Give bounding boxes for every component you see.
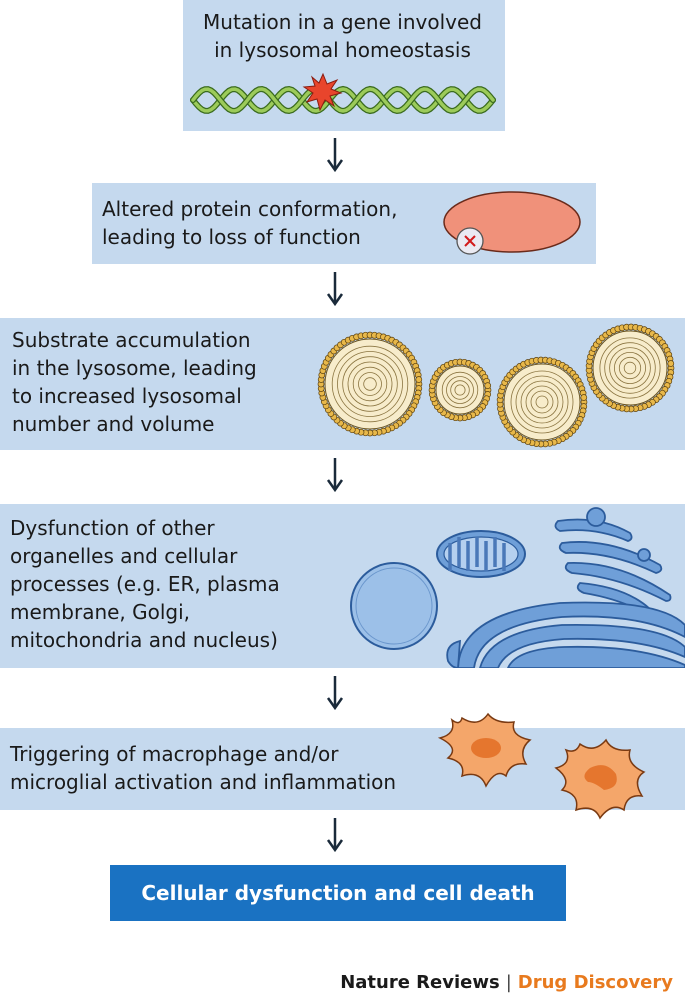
step-4-text: Dysfunction of other organelles and cell… [10,516,280,652]
arrow-2-icon [326,272,344,307]
final-outcome-text: Cellular dysfunction and cell death [141,881,535,905]
nucleus-er-icon [446,601,685,668]
macrophage-icon [437,712,532,788]
lysosomes-icon [317,323,675,448]
mitochondrion-icon [436,530,526,578]
arrow-5-icon [326,818,344,853]
lysosome-medium-icon [496,356,588,448]
credit-separator: | [505,972,512,993]
journal-section: Drug Discovery [517,972,673,993]
dna-helix-icon [190,72,496,115]
step-4-box [0,504,685,668]
macrophages-icon [437,712,646,820]
journal-name: Nature Reviews [340,972,500,993]
lysosome-small-icon [428,358,492,422]
step-2-text: Altered protein conformation, leading to… [102,197,398,249]
final-outcome-box: Cellular dysfunction and cell death [110,865,566,921]
vesicle-icon [350,562,438,650]
lysosome-top-icon [585,323,675,413]
arrow-3-icon [326,458,344,493]
step-5-text: Triggering of macrophage and/or microgli… [10,742,397,794]
misfolded-protein-icon [443,191,581,255]
organelles-icon [350,507,685,668]
microglia-icon [554,738,646,820]
arrow-4-icon [326,676,344,711]
step-3-text: Substrate accumulation in the lysosome, … [12,328,257,436]
golgi-icon [554,507,672,615]
lysosome-large-icon [317,331,423,437]
mutation-star-icon [302,72,343,112]
arrow-1-icon [326,138,344,173]
step-1-text: Mutation in a gene involved in lysosomal… [203,10,482,62]
journal-credit: Nature Reviews|Drug Discovery [340,972,673,993]
